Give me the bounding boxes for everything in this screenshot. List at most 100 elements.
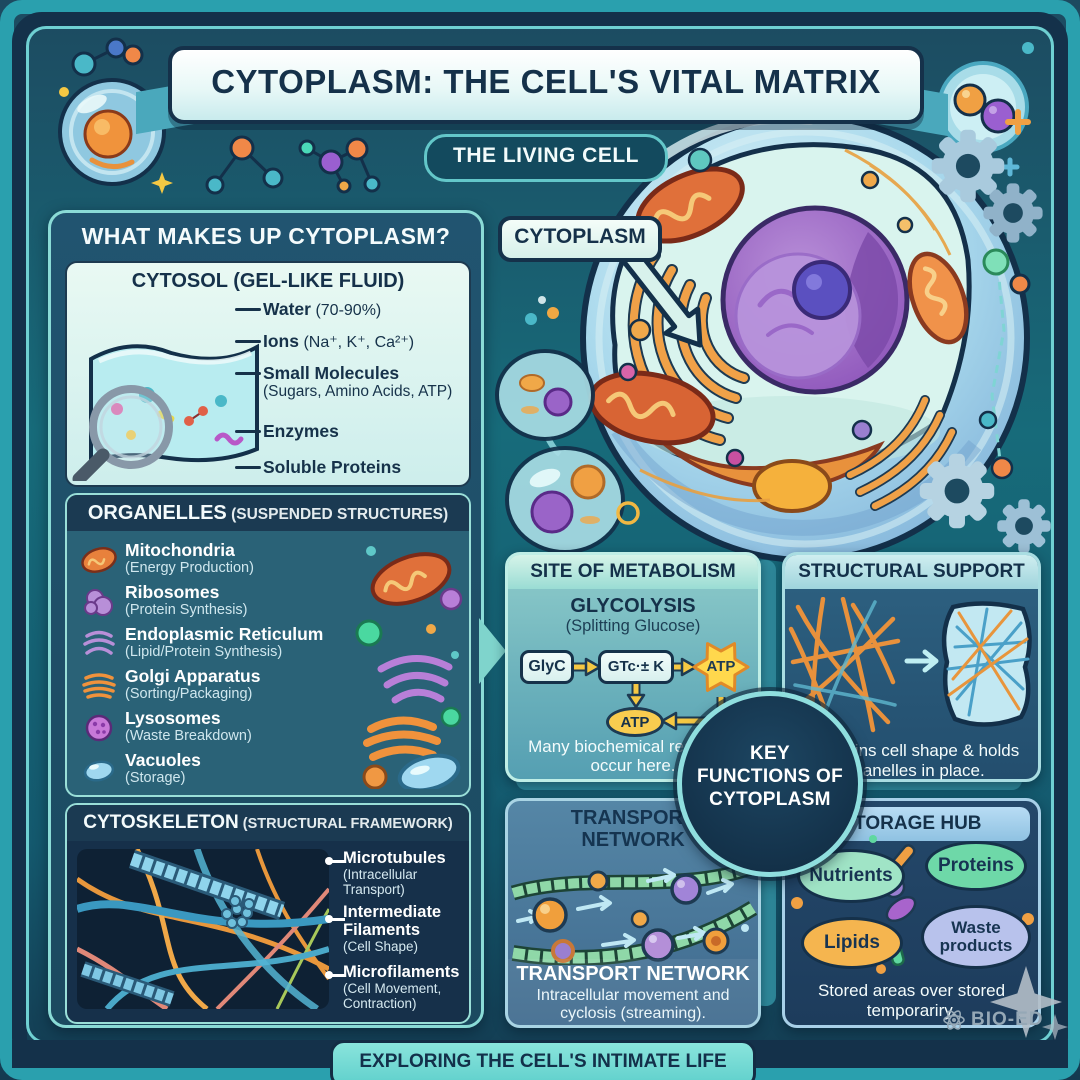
organelles-panel: ORGANELLES (SUSPENDED STRUCTURES) Mitoch… [65,493,471,797]
transport-panel: TRANSPORT NETWORK [505,798,761,1028]
organelle-item: Vacuoles (Storage) [125,750,395,787]
page-title: CYTOPLASM: THE CELL'S VITAL MATRIX [168,46,924,124]
glycolysis-subtitle: (Splitting Glucose) [565,617,701,635]
cytosol-gel-illustration [72,343,259,481]
ribosomes-icon [84,589,113,616]
vesicle [752,459,832,513]
golgi-icon [82,673,116,699]
vesicles [618,147,914,468]
molecule-icon [298,137,381,194]
endoplasmic-reticulum-icon [83,630,115,655]
glycolysis-title: GLYCOLYSIS [570,595,696,617]
cytoskeleton-title-main: CYTOSKELETON [83,812,239,833]
organelle-detail: (Sorting/Packaging) [125,686,253,702]
atom-icon [943,1010,965,1030]
organelle-detail: (Lipid/Protein Synthesis) [125,644,283,660]
item-name: Water [263,299,311,319]
organelles-title: ORGANELLES (SUSPENDED STRUCTURES) [67,495,469,531]
organelle-detail: (Protein Synthesis) [125,602,248,618]
storage-oval-lipids: Lipids [801,917,903,969]
nucleus-illustration [720,205,910,395]
cytoskeleton-panel: CYTOSKELETON (STRUCTURAL FRAMEWORK) [65,803,471,1024]
cell-illustration [580,113,1030,563]
atp-product: ATP [606,707,664,737]
transport-caption: Intracellular movement and cyclosis (str… [536,987,730,1022]
structural-header: STRUCTURAL SUPPORT [785,555,1038,589]
fiber-detail: (Intracellular Transport) [343,867,418,897]
transport-illustration [510,859,758,965]
atp-starburst [692,642,750,692]
cytoskeleton-title-suffix: (STRUCTURAL FRAMEWORK) [238,816,453,832]
mitochondrion-illustration [907,251,969,345]
label-connector-line [235,372,261,375]
transport-caption-area [508,959,758,1025]
label-connector-line [235,430,261,433]
storage-caption: Stored areas over stored temporariry. [817,981,1006,1020]
atp-burst-label: ATP [706,658,736,675]
organelle-name: Endoplasmic Reticulum [125,624,324,644]
cytosol-item: Water (70-90%) [263,299,463,320]
molecule-icon [71,37,144,77]
metabolism-header: SITE OF METABOLISM [508,555,758,589]
connector-dot [325,857,333,865]
item-name: Ions [263,331,299,351]
item-detail: (Sugars, Amino Acids, ATP) [263,383,453,400]
fiber-name: Microfilaments [343,963,460,981]
cytoskeleton-title: CYTOSKELETON (STRUCTURAL FRAMEWORK) [67,805,469,841]
brand-name: BIO-ED [971,1009,1044,1030]
organelle-name: Vacuoles [125,750,201,770]
cytoskeleton-item: Intermediate Filaments (Cell Shape) [343,903,465,954]
organelles-illustration [355,546,463,789]
key-line-3: CYTOPLASM [709,789,831,810]
organelle-item: Ribosomes (Protein Synthesis) [125,583,395,619]
connector-line [331,974,345,977]
organelle-item: Golgi Apparatus (Sorting/Packaging) [125,666,395,703]
organelle-detail: (Storage) [125,770,186,786]
cytosol-item: Small Molecules [263,363,463,384]
storage-oval-proteins: Proteins [925,841,1027,891]
key-line-1: KEY [750,743,790,764]
cytosol-item: Ions (Na⁺, K⁺, Ca²⁺) [263,331,463,352]
cytosol-item: Soluble Proteins [263,457,463,478]
sparkle-icon [151,172,173,194]
decorative-cell-icon [937,61,1029,153]
ring-dot [616,501,640,525]
gear-icon [983,183,1043,243]
item-detail: (Na⁺, K⁺, Ca²⁺) [303,334,415,351]
footer-banner: EXPLORING THE CELL'S INTIMATE LIFE [330,1040,756,1080]
item-name: Soluble Proteins [263,457,402,477]
organelle-detail: (Waste Breakdown) [125,728,252,744]
organelles-title-main: ORGANELLES [87,502,227,524]
composition-panel-title: WHAT MAKES UP CYTOPLASM? [81,223,451,249]
organelle-name: Mitochondria [125,540,235,560]
gear-icon [919,453,995,529]
cytosol-item: Enzymes [263,421,463,442]
fiber-detail: (Cell Shape) [343,939,419,954]
living-cell-badge: THE LIVING CELL [424,134,668,182]
plus-icons [1000,109,1031,177]
storage-oval-waste: Waste products [921,905,1031,969]
organelles-title-suffix: (SUSPENDED STRUCTURES) [226,506,449,523]
floating-cells [495,349,625,554]
dot [59,87,69,97]
organelle-item: Lysosomes (Waste Breakdown) [125,709,395,745]
fiber-name: Microtubules [343,849,446,867]
organelle-name: Golgi Apparatus [125,666,261,686]
brand-logo: BIO-ED [942,1008,1044,1032]
item-detail: (70-90%) [315,302,382,319]
item-name: Enzymes [263,421,339,441]
cytoskeleton-illustration [77,849,329,1009]
composition-panel: WHAT MAKES UP CYTOPLASM? CYTOSOL (GEL-LI… [48,210,484,1028]
cytosol-panel: CYTOSOL (GEL-LIKE FLUID) Water (70-90%) [65,261,471,487]
arrow-icon [904,649,939,673]
fiber-name: Intermediate Filaments [343,903,442,939]
cytoskeleton-labels: Microtubules (Intracellular Transport) I… [343,849,465,1013]
connector-dot [325,971,333,979]
cytoskeletal-fibers [639,148,952,503]
glycolysis-step1: GlyC [520,650,574,684]
cytosol-title: CYTOSOL (GEL-LIKE FLUID) [131,270,405,292]
mitochondrion-icon [81,547,117,573]
cytoskeleton-item: Microfilaments (Cell Movement, Contracti… [343,963,465,1011]
